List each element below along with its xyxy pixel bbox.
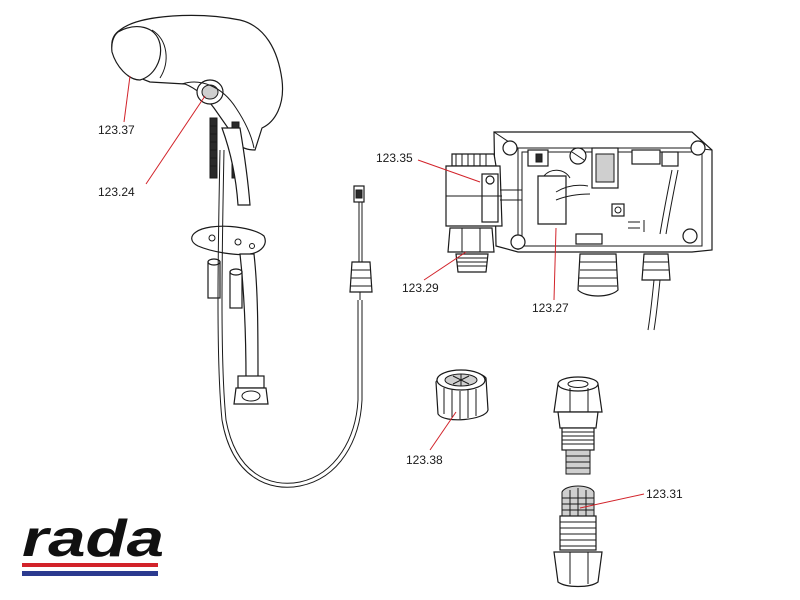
valve-outlet-thread bbox=[455, 253, 489, 273]
sleeve-right bbox=[229, 271, 243, 309]
sensor-cable bbox=[217, 149, 363, 488]
control-box bbox=[493, 131, 713, 331]
part-label-123-38: 123.38 bbox=[406, 453, 443, 467]
valve-body bbox=[445, 153, 522, 273]
part-label-123-35: 123.35 bbox=[376, 151, 413, 165]
cable-gland-nut bbox=[349, 261, 373, 293]
part-label-123-37: 123.37 bbox=[98, 123, 135, 137]
part-label-123-27: 123.27 bbox=[532, 301, 569, 315]
part-label-123-31: 123.31 bbox=[646, 487, 683, 501]
strainer-fitting bbox=[553, 376, 603, 588]
logo-stripe-red bbox=[22, 563, 158, 567]
cable-gland-left bbox=[577, 253, 619, 297]
cable-connector bbox=[349, 185, 373, 300]
cable-gland-right bbox=[641, 253, 671, 281]
internal-nut bbox=[575, 233, 603, 245]
mounting-bracket bbox=[191, 225, 266, 256]
flexible-hose bbox=[239, 253, 259, 381]
lower-nut bbox=[553, 551, 603, 588]
logo-stripe-blue bbox=[22, 571, 158, 576]
part-label-123-24: 123.24 bbox=[98, 185, 135, 199]
hose-nut bbox=[233, 387, 269, 405]
threaded-stud-left bbox=[209, 117, 218, 179]
leader-lines bbox=[123, 75, 645, 509]
flow-regulator bbox=[435, 369, 489, 421]
tap-spout-assembly bbox=[111, 14, 363, 488]
logo-wordmark: rada bbox=[22, 510, 164, 568]
nose-cap bbox=[111, 26, 162, 81]
solenoid bbox=[537, 175, 567, 225]
valve-nut bbox=[447, 227, 495, 253]
part-label-123-29: 123.29 bbox=[402, 281, 439, 295]
rada-logo: rada bbox=[22, 510, 164, 576]
